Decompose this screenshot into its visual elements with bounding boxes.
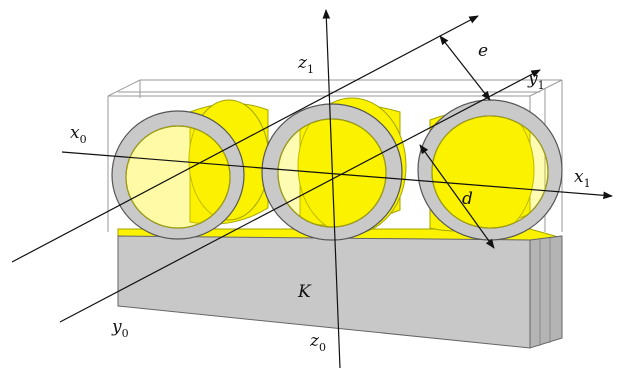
- diagonal-axis: [11, 15, 479, 263]
- label-z1: z1: [297, 53, 314, 76]
- label-e: e: [478, 41, 488, 61]
- y-axis: [59, 69, 541, 323]
- label-z0: z0: [309, 331, 326, 354]
- substrate-block: [117, 235, 563, 349]
- dimension-e-arrow: [439, 35, 491, 101]
- axes: [11, 9, 613, 369]
- label-x1: x1: [574, 167, 591, 190]
- label-d: d: [462, 189, 473, 209]
- dimension-d-arrow: [419, 144, 495, 249]
- z-axis: [322, 9, 341, 369]
- label-y0: y0: [111, 317, 129, 340]
- label-K: K: [297, 282, 312, 302]
- label-x0: x0: [70, 123, 87, 146]
- label-y1: y1: [527, 69, 545, 92]
- ring-3: [417, 99, 563, 241]
- ring-1: [111, 110, 245, 240]
- x-axis: [61, 151, 613, 200]
